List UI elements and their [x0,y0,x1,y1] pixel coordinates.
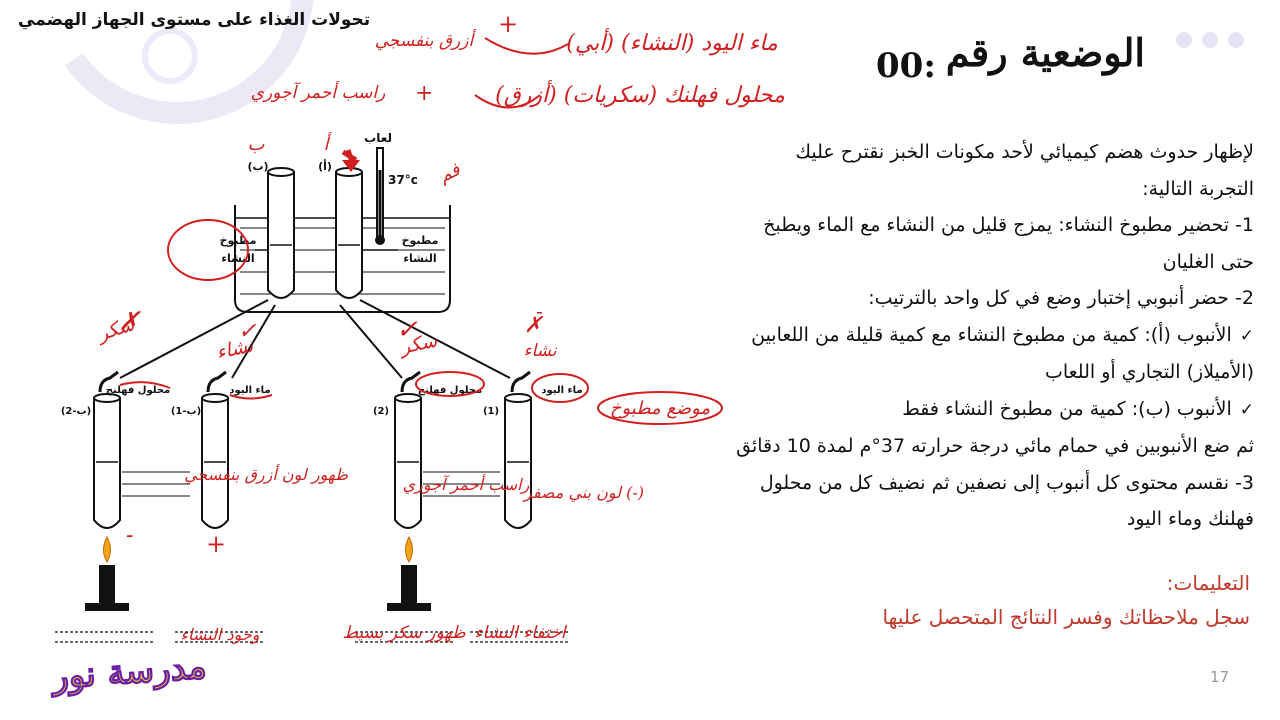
note-tube-a: أ [323,132,332,155]
tube-b1-label: (ب-1) [171,406,201,417]
note-plus-3: + [206,530,226,558]
note-starch-present: وجود النشاء [181,625,260,644]
page-number: 17 [1210,668,1230,686]
tube-b2-label: (ب-2) [61,406,91,417]
note-iodine: ماء اليود (النشاء) (أبي) [566,28,778,56]
tube-a2-label: (2) [373,406,389,417]
experiment-text: لإظهار حدوث هضم كيميائي لأحد مكونات الخب… [620,134,1254,538]
text-line-5: 2- حضر أنبوبي إختبار وضع في كل واحد بالت… [868,287,1254,309]
step-3-line: 3- نقسم محتوى كل أنبوب إلى نصفين ثم نضيف… [759,471,1254,494]
note-simple-sugar: ظهور سكر بسيط [342,623,466,643]
bath-line: ثم ضع الأنبوبين في حمام مائي درجة حرارته… [736,435,1254,457]
mark-x-2: ✗ [524,313,544,338]
note-starch-gone: اختفاء النشاء [475,623,568,643]
decorative-ring [142,28,198,84]
reagent-fehling-1: محلول فهلنج [106,385,170,396]
reagent-iodine-2: ماء اليود [541,385,582,396]
note-tube-b: ب [248,134,265,155]
tube-a-line: ✓ الأنبوب (أ): كمية من مطبوخ النشاء مع كم… [620,317,1254,355]
decorative-dots [1176,32,1244,48]
situation-number: 00: [876,46,936,86]
instructions-heading: التعليمات: [1166,571,1250,595]
text-line-1: لإظهار حدوث هضم كيميائي لأحد مكونات الخب… [795,141,1254,163]
temperature-label: 37°c [388,173,418,187]
note-pale-color: لون بني مصفر (-) [522,483,644,502]
reagent-fehling-2: محلول فهلنج [418,385,482,396]
note-starch-x: نشاء [523,341,557,361]
mark-dash: - [536,299,543,323]
note-plus: + [498,10,518,38]
tube-a-continued: (الأميلاز) التجاري أو اللعاب [1044,361,1254,383]
note-red-precipitate: راسب أحمر آجوري [251,81,386,103]
tube-a-text: الأنبوب (أ): كمية من مطبوخ النشاء مع كمي… [751,323,1232,346]
note-plus-2: + [415,81,433,106]
mark-x-1: ✗ [118,307,141,337]
reagent-iodine-1: ماء اليود [229,385,270,396]
starch-label-left-2: النشاء [221,252,254,265]
tube-b-mark: (ب) [247,160,268,173]
note-appear-blue: ظهور لون أزرق بنفسجي [184,464,348,484]
tube-a1-label: (1) [483,406,499,417]
note-mouth: فم [436,159,464,187]
text-line-4: حتى الغليان [1162,250,1254,273]
instructions-text: سجل ملاحظاتك وفسر النتائج المتحصل عليها [882,605,1250,629]
tube-a-mark: (أ) [318,159,332,173]
text-line-3: 1- تحضير مطبوخ النشاء: يمزج قليل من النش… [763,214,1254,236]
tube-b-line: ✓ الأنبوب (ب): كمية من مطبوخ النشاء فقط [620,391,1254,429]
text-line-2: التجربة التالية: [1142,177,1254,200]
note-minus: - [126,523,133,548]
starch-label-right-2: النشاء [403,252,436,265]
step-3-continued: فهلنك وماء اليود [1126,508,1254,530]
saliva-label: لعاب [364,131,392,145]
instructions: التعليمات: سجل ملاحظاتك وفسر النتائج الم… [750,566,1250,634]
mark-tick-2: ✓ [396,315,418,345]
situation-title: الوضعية رقم [945,30,1145,75]
note-red-ppt-tube: راسب أحمر آجوري [403,474,530,494]
lesson-title: تحولات الغذاء على مستوى الجهاز الهضمي [18,10,371,30]
tube-b-text: الأنبوب (ب): كمية من مطبوخ النشاء فقط [902,397,1232,420]
check-icon: ✓ [1239,399,1254,420]
note-digestion-place: موضع مطبوخ [610,398,711,419]
mark-tick-1: ✓ [238,319,257,344]
note-blue-violet: أزرق بنفسجي [375,29,477,51]
starch-label-right-1: مطبوخ [402,234,439,247]
check-icon: ✓ [1239,325,1254,346]
note-fehling: محلول فهلنك (سكريات) (أزرق) [495,80,785,108]
